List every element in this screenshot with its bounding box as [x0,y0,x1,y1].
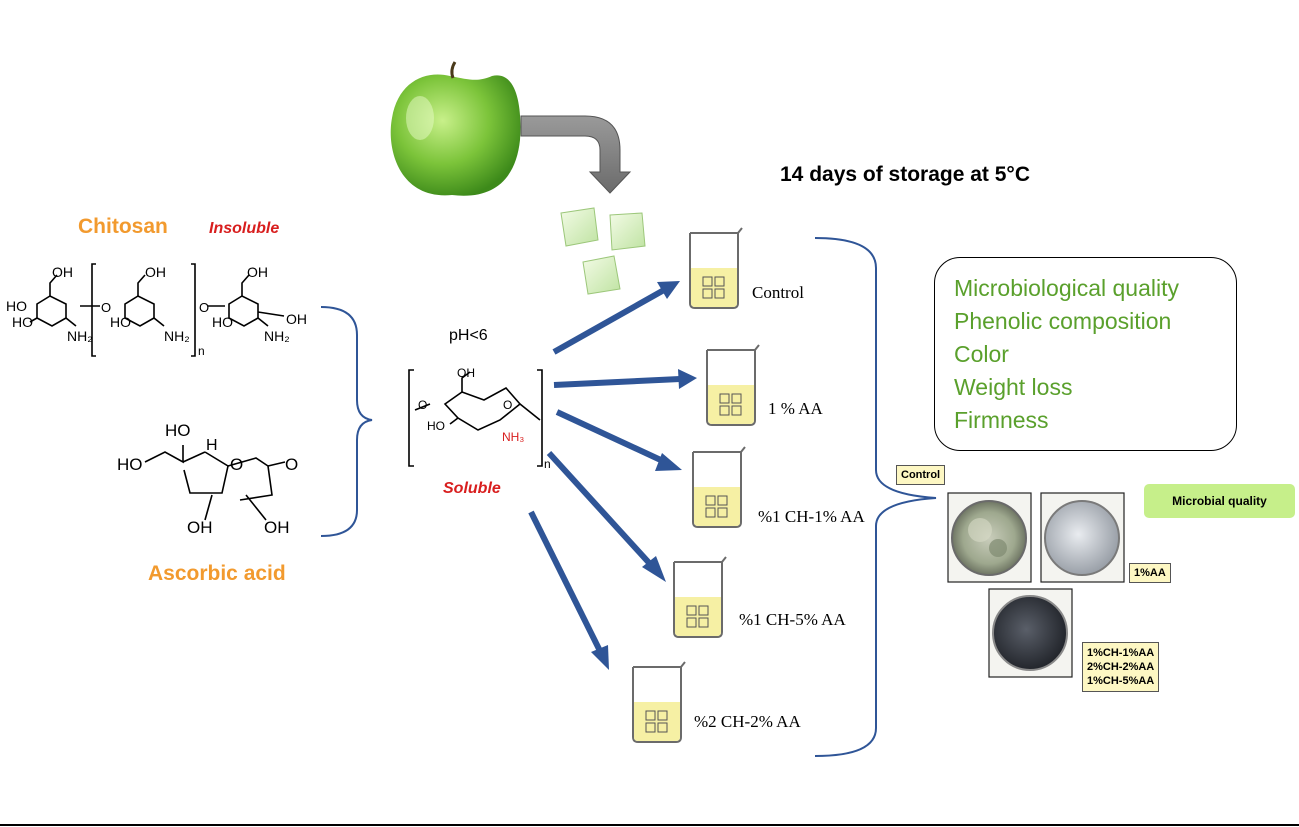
soluble-nh3: NH₃ [502,430,525,444]
soluble-n: n [544,457,551,471]
analysis-firmness: Firmness [954,407,1049,433]
beaker-2ch-2aa [632,661,686,743]
analysis-microbiological: Microbiological quality [954,275,1179,301]
chitosan-label: Chitosan [78,215,168,238]
ascorbic-ho-left: HO [117,455,143,474]
soluble-oh: OH [457,366,475,380]
plate-tag-1aa: 1%AA [1129,563,1171,583]
chitosan-oh-1: OH [52,264,73,280]
chitosan-ho-1: HO [6,298,27,314]
chitosan-oh-3: OH [247,264,268,280]
beaker-control [689,227,743,309]
apple-image [390,61,521,196]
plate-tag-coating-1: 1%CH-1%AA [1087,647,1155,659]
treatment-label-1aa: 1 % AA [768,399,823,418]
storage-title: 14 days of storage at 5°C [780,163,1030,186]
analyses-box: Microbiological quality Phenolic composi… [934,257,1237,451]
ascorbic-o-ring: O [230,455,244,474]
chitosan-o-1: O [101,300,112,315]
chitosan-ho-2: HO [12,314,33,330]
ascorbic-oh-right: OH [264,518,290,537]
chitosan-structure [29,263,285,357]
ascorbic-acid-structure [144,445,286,521]
chitosan-nh2-2: NH₂ [164,328,190,344]
soluble-ho: HO [427,419,445,433]
soluble-chitosan-structure [408,369,543,467]
analysis-weight-loss: Weight loss [954,374,1073,400]
plate-tag-coatings: 1%CH-1%AA 2%CH-2%AA 1%CH-5%AA [1082,642,1160,692]
analysis-color: Color [954,341,1009,367]
ascorbic-o-carbonyl: O [285,455,299,474]
soluble-o-ring: O [503,398,513,412]
beaker-1aa [706,344,760,426]
plate-tag-control: Control [896,465,946,485]
soluble-label: Soluble [443,480,501,497]
input-bracket [320,306,373,537]
microbial-quality-button[interactable]: Microbial quality [1144,484,1295,518]
treatment-label-1ch-5aa: %1 CH-5% AA [739,610,846,629]
process-arrow [520,115,632,194]
ascorbic-ho-top: HO [165,421,191,440]
results-bracket [814,237,937,757]
insoluble-label: Insoluble [209,220,280,237]
treatment-label-2ch-2aa: %2 CH-2% AA [694,712,801,731]
ph-condition: pH<6 [449,327,488,344]
ascorbic-acid-label: Ascorbic acid [148,562,286,585]
analysis-phenolic: Phenolic composition [954,308,1172,334]
ascorbic-h: H [206,437,218,454]
plate-coating-image [988,588,1073,678]
treatment-label-1ch-1aa: %1 CH-1% AA [758,507,865,526]
chitosan-ho-4: HO [212,314,233,330]
apple-cubes [560,207,646,295]
beaker-1ch-5aa [673,556,727,638]
chitosan-o-2: O [199,300,210,315]
ascorbic-oh-left: OH [187,518,213,537]
plate-tag-coating-3: 1%CH-5%AA [1087,675,1155,687]
soluble-o-left: O [418,398,428,412]
chitosan-n: n [198,344,205,358]
chitosan-oh-4: OH [286,311,307,327]
chitosan-oh-2: OH [145,264,166,280]
plate-tag-coating-2: 2%CH-2%AA [1087,661,1155,673]
plate-control-image [947,492,1032,583]
chitosan-nh2-3: NH₂ [264,328,290,344]
beaker-1ch-1aa [692,446,746,528]
treatment-arrows [528,281,697,670]
treatment-label-control: Control [752,283,804,302]
chitosan-nh2-1: NH₂ [67,328,93,344]
plate-aa-image [1040,492,1125,583]
chitosan-ho-3: HO [110,314,131,330]
